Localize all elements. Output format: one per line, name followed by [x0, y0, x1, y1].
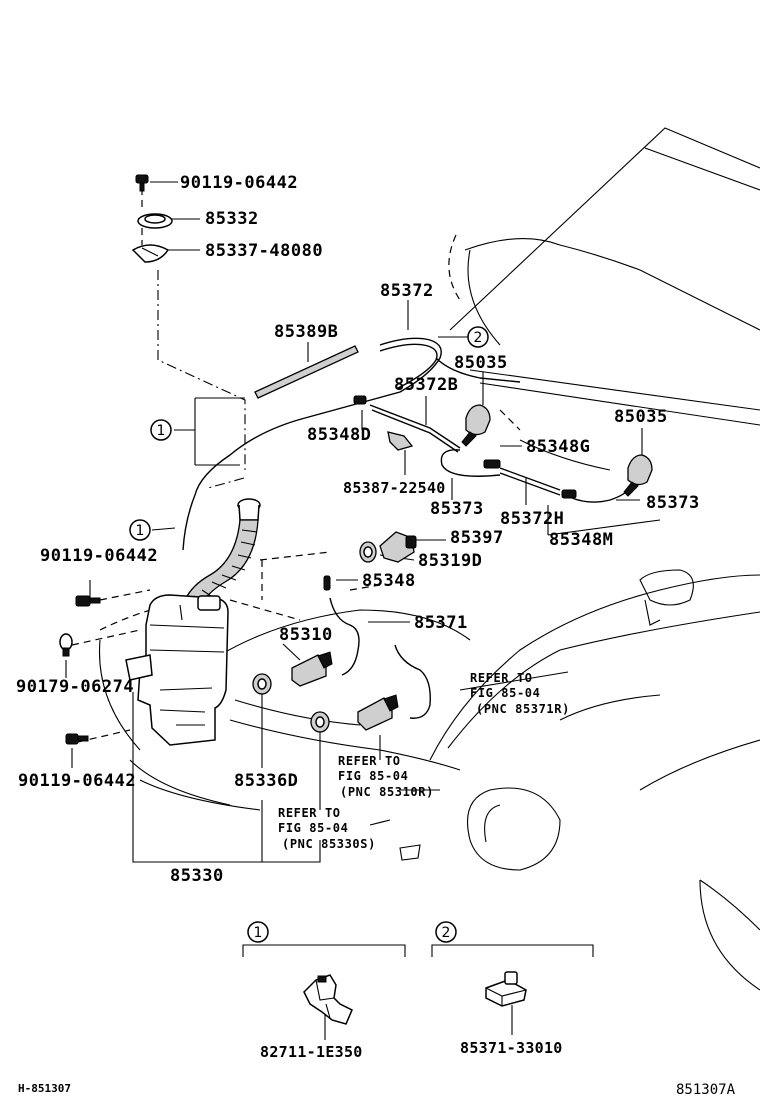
bolt-icon: [75, 595, 101, 607]
clip-icon: [59, 633, 73, 657]
svg-text:FIG 85-04: FIG 85-04: [338, 769, 408, 783]
callout-circle-1: 1: [150, 419, 172, 441]
part-label-90119-06442: 90119-06442: [40, 546, 158, 566]
part-label-85373: 85373: [646, 493, 700, 513]
svg-text:(PNC 85371R): (PNC 85371R): [476, 702, 570, 716]
svg-text:2: 2: [474, 330, 483, 346]
part-label-85371-33010: 85371-33010: [460, 1039, 563, 1057]
footer-left-code: H-851307: [18, 1082, 71, 1095]
svg-text:1: 1: [254, 925, 263, 941]
refer-note-85371r: REFER TO FIG 85-04 (PNC 85371R): [470, 671, 570, 716]
washer-pump-icon: [291, 651, 333, 687]
svg-text:FIG 85-04: FIG 85-04: [278, 821, 348, 835]
washer-nozzle-icon: [623, 454, 653, 497]
legend-callout-1: 1: [247, 921, 269, 943]
svg-text:(PNC 85330S): (PNC 85330S): [282, 837, 376, 851]
part-label-85330: 85330: [170, 866, 224, 886]
part-label-85310: 85310: [279, 625, 333, 645]
part-label-85336d: 85336D: [234, 771, 298, 791]
legend-callout-2: 2: [435, 921, 457, 943]
svg-text:REFER TO: REFER TO: [278, 806, 341, 820]
svg-text:(PNC 85310R): (PNC 85310R): [340, 785, 434, 799]
part-label-85372h: 85372H: [500, 509, 564, 529]
refer-note-85310r: REFER TO FIG 85-04 (PNC 85310R): [338, 754, 434, 799]
svg-text:2: 2: [442, 925, 451, 941]
part-label-90179-06274: 90179-06274: [16, 677, 134, 697]
part-label-85337-48080: 85337-48080: [205, 241, 323, 261]
part-label-85348g: 85348G: [526, 437, 590, 457]
part-label-82711-1e350: 82711-1E350: [260, 1043, 363, 1061]
part-label-85387-22540: 85387-22540: [343, 479, 446, 497]
part-label-85397: 85397: [450, 528, 504, 548]
wiring-clamp-icon: [303, 974, 353, 1025]
hose-clip-icon: [387, 431, 414, 451]
footer-right-code: 851307A: [676, 1082, 736, 1098]
bolt-icon: [65, 733, 89, 745]
washer-nozzle-icon: [461, 404, 491, 447]
grommet-icon: [252, 673, 330, 733]
part-label-90119-06442: 90119-06442: [180, 173, 298, 193]
strainer-icon: [131, 244, 170, 263]
parts: [59, 174, 653, 1025]
svg-text:REFER TO: REFER TO: [470, 671, 533, 685]
part-label-85319d: 85319D: [418, 551, 482, 571]
part-label-85372b: 85372B: [394, 375, 458, 395]
grommet-icon: [359, 541, 377, 563]
vehicle-body-outline: [98, 127, 760, 991]
hose-joint-icon: [323, 575, 331, 591]
cap-icon: [137, 213, 173, 229]
part-label-85035: 85035: [454, 353, 508, 373]
svg-text:1: 1: [157, 423, 166, 439]
part-label-85035: 85035: [614, 407, 668, 427]
part-label-85389b: 85389B: [274, 322, 338, 342]
hose-joint-icon: [353, 395, 577, 499]
part-label-85348: 85348: [362, 571, 416, 591]
svg-text:REFER TO: REFER TO: [338, 754, 401, 768]
callout-circle-2: 2: [467, 326, 489, 348]
washer-pump-icon: [357, 694, 399, 731]
part-label-90119-06442: 90119-06442: [18, 771, 136, 791]
svg-text:FIG 85-04: FIG 85-04: [470, 686, 540, 700]
part-label-85348m: 85348M: [549, 530, 613, 550]
filler-neck-icon: [184, 498, 261, 609]
part-label-85372: 85372: [380, 281, 434, 301]
part-label-85373: 85373: [430, 499, 484, 519]
part-label-85332: 85332: [205, 209, 259, 229]
hose-clamp-icon: [485, 971, 527, 1007]
grommet-icon: [379, 531, 417, 563]
part-label-85371: 85371: [414, 613, 468, 633]
bolt-icon: [135, 174, 149, 192]
part-number-labels: 90119-06442 85332 85337-48080 85372 8538…: [16, 173, 700, 1061]
svg-text:1: 1: [136, 523, 145, 539]
washer-tank-icon: [125, 594, 229, 746]
sealing-strip-icon: [254, 345, 359, 399]
leader-lines: [65, 181, 661, 1040]
callout-circle-1: 1: [129, 519, 151, 541]
refer-note-85330s: REFER TO FIG 85-04 (PNC 85330S): [278, 806, 376, 851]
part-label-85348d: 85348D: [307, 425, 371, 445]
